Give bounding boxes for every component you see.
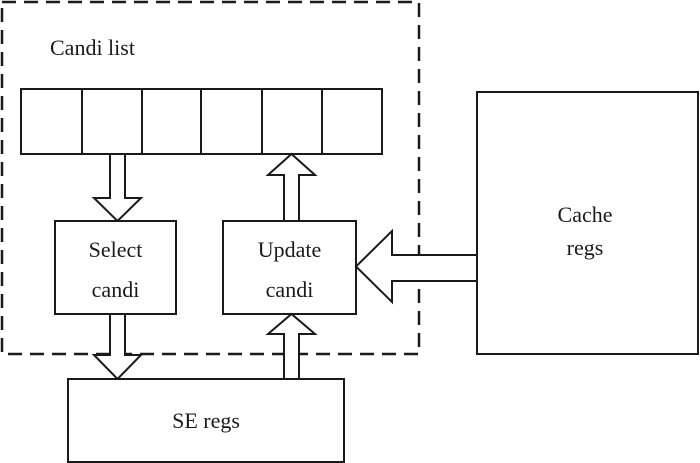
arrow-cache-to-update <box>354 228 478 305</box>
cache-regs-block <box>476 91 699 355</box>
cache-regs-line2: regs <box>567 235 604 260</box>
candi-list <box>20 88 383 155</box>
arrow-select-to-se <box>91 313 144 381</box>
arrow-update-to-list <box>265 152 318 222</box>
update-candi-line2: candi <box>266 277 314 302</box>
select-candi-line2: candi <box>92 277 140 302</box>
update-candi-block <box>222 220 357 315</box>
cache-regs-line1: Cache <box>558 202 613 227</box>
se-regs-block <box>67 378 345 463</box>
arrow-list-to-select <box>91 153 144 223</box>
candi-slot <box>200 88 263 155</box>
candi-slot <box>81 88 143 155</box>
candi-list-label: Candi list <box>50 35 135 60</box>
candi-slot <box>321 88 383 155</box>
se-regs-label: SE regs <box>172 408 240 433</box>
candi-slot <box>141 88 202 155</box>
candi-group-border <box>0 0 421 356</box>
update-candi-line1: Update <box>258 237 322 262</box>
select-candi-line1: Select <box>89 237 143 262</box>
select-candi-block <box>54 220 177 315</box>
candi-slot <box>20 88 83 155</box>
arrow-se-to-update <box>265 312 318 380</box>
candi-slot <box>261 88 323 155</box>
